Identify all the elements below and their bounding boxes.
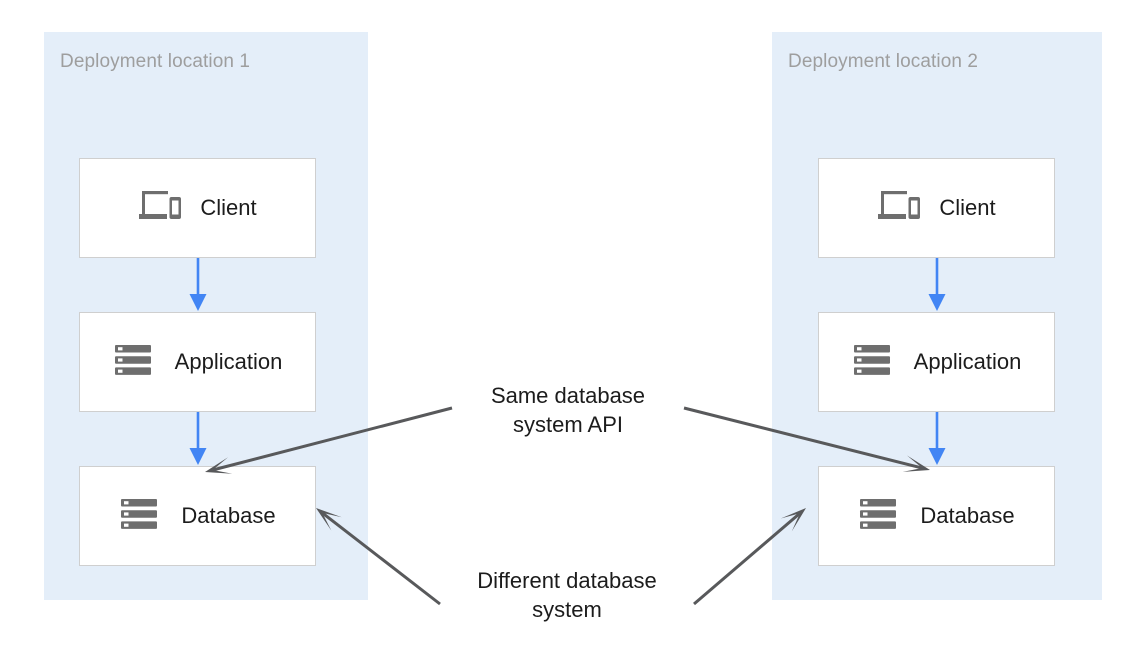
node-label: Client (200, 195, 257, 220)
callout-same-database-system-api: Same database system API (490, 383, 646, 438)
node-database-1[interactable]: Database (79, 466, 316, 566)
deployment-zone-1-label: Deployment location 1 (60, 51, 251, 72)
server-icon (858, 496, 902, 537)
deployment-zone-2-label: Deployment location 2 (788, 51, 979, 72)
node-label: Client (939, 195, 996, 220)
node-label: Database (181, 503, 276, 528)
node-label: Application (913, 349, 1022, 374)
node-client-1[interactable]: Client (79, 158, 316, 258)
devices-icon (138, 188, 182, 229)
node-client-2[interactable]: Client (818, 158, 1055, 258)
node-application-1[interactable]: Application (79, 312, 316, 412)
server-icon (113, 342, 157, 383)
node-database-2[interactable]: Database (818, 466, 1055, 566)
devices-icon (877, 188, 921, 229)
node-label: Application (174, 349, 283, 374)
node-label: Database (920, 503, 1015, 528)
node-application-2[interactable]: Application (818, 312, 1055, 412)
server-icon (119, 496, 163, 537)
callout-different-database-system: Different database system (477, 568, 657, 623)
server-icon (852, 342, 896, 383)
